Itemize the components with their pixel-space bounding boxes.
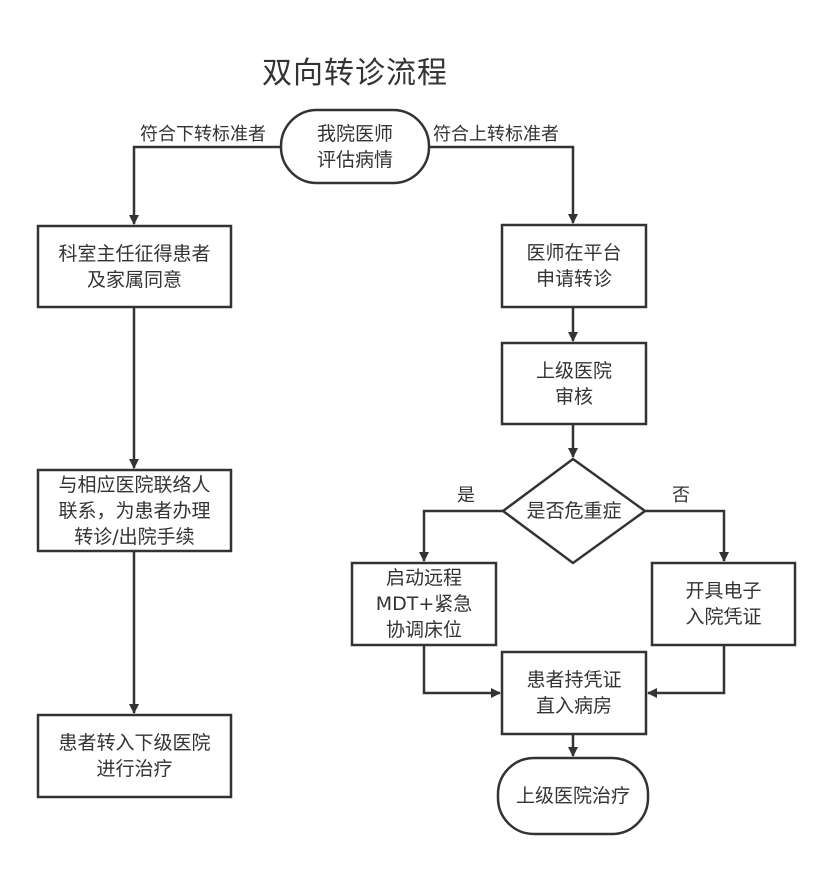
diagram-title: 双向转诊流程 bbox=[262, 56, 448, 91]
up-review-label: 上级医院 审核 bbox=[535, 359, 612, 408]
start-label: 我院医师 评估病情 bbox=[316, 122, 393, 171]
down-contact-label: 与相应医院联络人 联系，为患者办理 转诊/出院手续 bbox=[58, 473, 211, 548]
node-down-contact bbox=[36, 468, 233, 553]
node-critical-yes bbox=[350, 561, 498, 647]
end-terminator bbox=[496, 756, 650, 836]
edge-no-to-admit bbox=[647, 645, 726, 698]
end-label: 上级医院治疗 bbox=[515, 785, 630, 807]
admit-label: 患者持凭证 直入病房 bbox=[526, 669, 622, 717]
edge-start-to-down bbox=[129, 145, 281, 225]
edge-decision-no bbox=[645, 509, 729, 562]
edge-start-to-up bbox=[429, 145, 578, 224]
edge-label-down-criteria: 符合下转标准者 bbox=[140, 124, 266, 145]
edge-yes-to-admit bbox=[422, 645, 501, 698]
down-consent-label: 科室主任征得患者 及家属同意 bbox=[58, 242, 211, 291]
node-admit bbox=[500, 650, 648, 736]
critical-yes-label: 启动远程 MDT+紧急 协调床位 bbox=[375, 567, 473, 641]
decision-label: 是否危重症 bbox=[526, 500, 622, 522]
edge-label-no: 否 bbox=[672, 485, 690, 506]
node-up-review bbox=[500, 341, 648, 426]
edge-label-yes: 是 bbox=[457, 485, 475, 506]
edge-decision-yes bbox=[419, 509, 503, 562]
node-down-transfer bbox=[36, 713, 233, 799]
node-critical-no bbox=[650, 561, 797, 647]
down-transfer-label: 患者转入下级医院 进行治疗 bbox=[58, 732, 211, 780]
node-decision bbox=[500, 457, 648, 565]
critical-no-label: 开具电子 入院凭证 bbox=[685, 580, 762, 628]
edge-label-up-criteria: 符合上转标准者 bbox=[433, 124, 559, 145]
up-apply-label: 医师在平台 申请转诊 bbox=[526, 242, 622, 290]
